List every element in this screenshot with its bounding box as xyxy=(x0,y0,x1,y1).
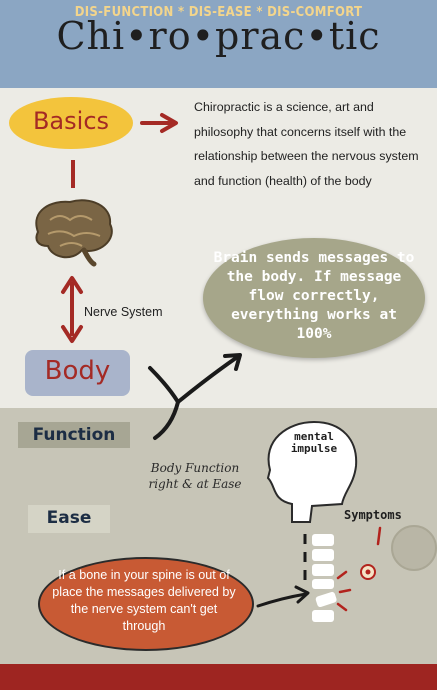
page-title: Chi•ro•prac•tic xyxy=(56,14,381,58)
nerve-system-label: Nerve System xyxy=(84,305,163,319)
body-label: Body xyxy=(44,356,111,386)
brain-message-text: Brain sends messages to the body. If mes… xyxy=(213,250,415,342)
spine-message-text: If a bone in your spine is out of place … xyxy=(52,568,236,633)
title-bar xyxy=(0,0,437,88)
footer-text: DIS-FUNCTION * DIS-EASE * DIS-COMFORT xyxy=(74,5,363,20)
basics-pill xyxy=(9,97,133,149)
basics-label: Basics xyxy=(32,107,110,135)
ease-label: Ease xyxy=(46,508,92,528)
footer-bar xyxy=(0,664,437,690)
basics-description: Chiropractic is a science, art and philo… xyxy=(194,100,419,188)
ease-box xyxy=(28,505,110,533)
symptoms-label: Symptoms xyxy=(344,508,402,522)
function-label: Function xyxy=(32,425,116,445)
spine-message-ellipse xyxy=(38,557,254,651)
brain-message-bubble xyxy=(203,238,425,358)
body-function-label: Body Function right & at Ease xyxy=(148,461,242,491)
function-box xyxy=(18,422,130,448)
mental-impulse-label: mental impulse xyxy=(290,430,338,455)
body-box xyxy=(25,350,130,396)
